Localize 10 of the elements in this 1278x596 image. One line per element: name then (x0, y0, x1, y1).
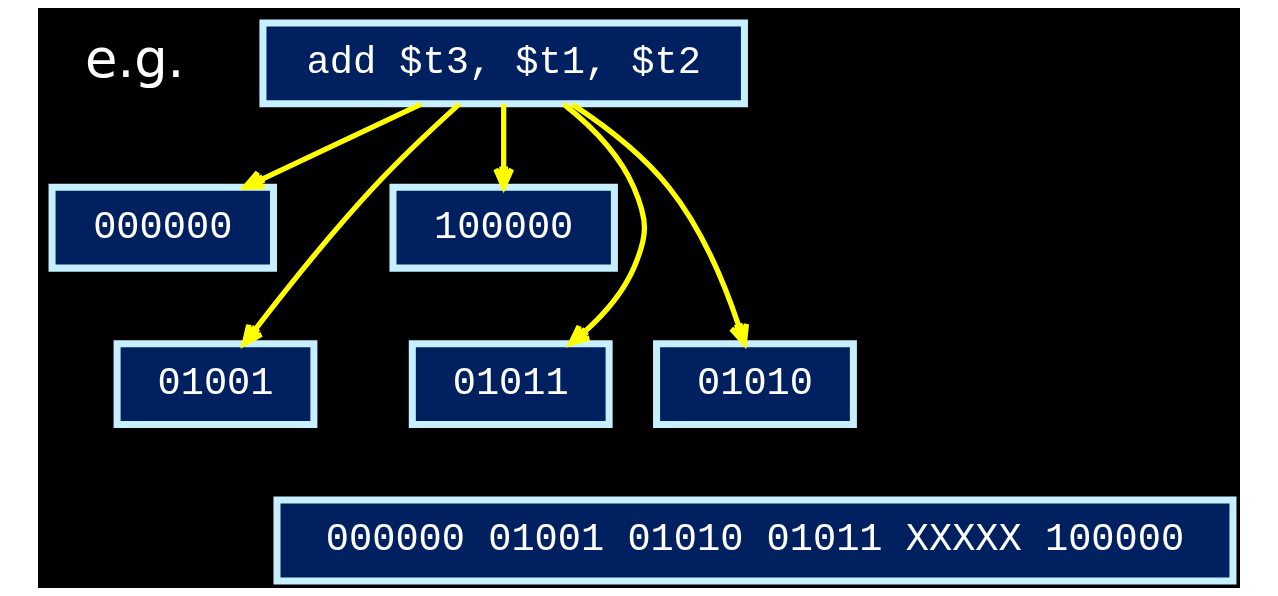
node-box: add $t3, $t1, $t2 (259, 19, 748, 108)
label: e.g. (84, 27, 185, 89)
arrow (242, 101, 423, 190)
node-box: 000000 01001 01010 01011 XXXXX 100000 (273, 496, 1237, 585)
node-box: 100000 (389, 183, 618, 272)
node-box: 000000 (48, 183, 277, 272)
node-box: 01010 (653, 340, 857, 429)
arrow (241, 101, 462, 347)
node-box: 01011 (408, 340, 613, 429)
node-box: 01001 (113, 340, 318, 429)
